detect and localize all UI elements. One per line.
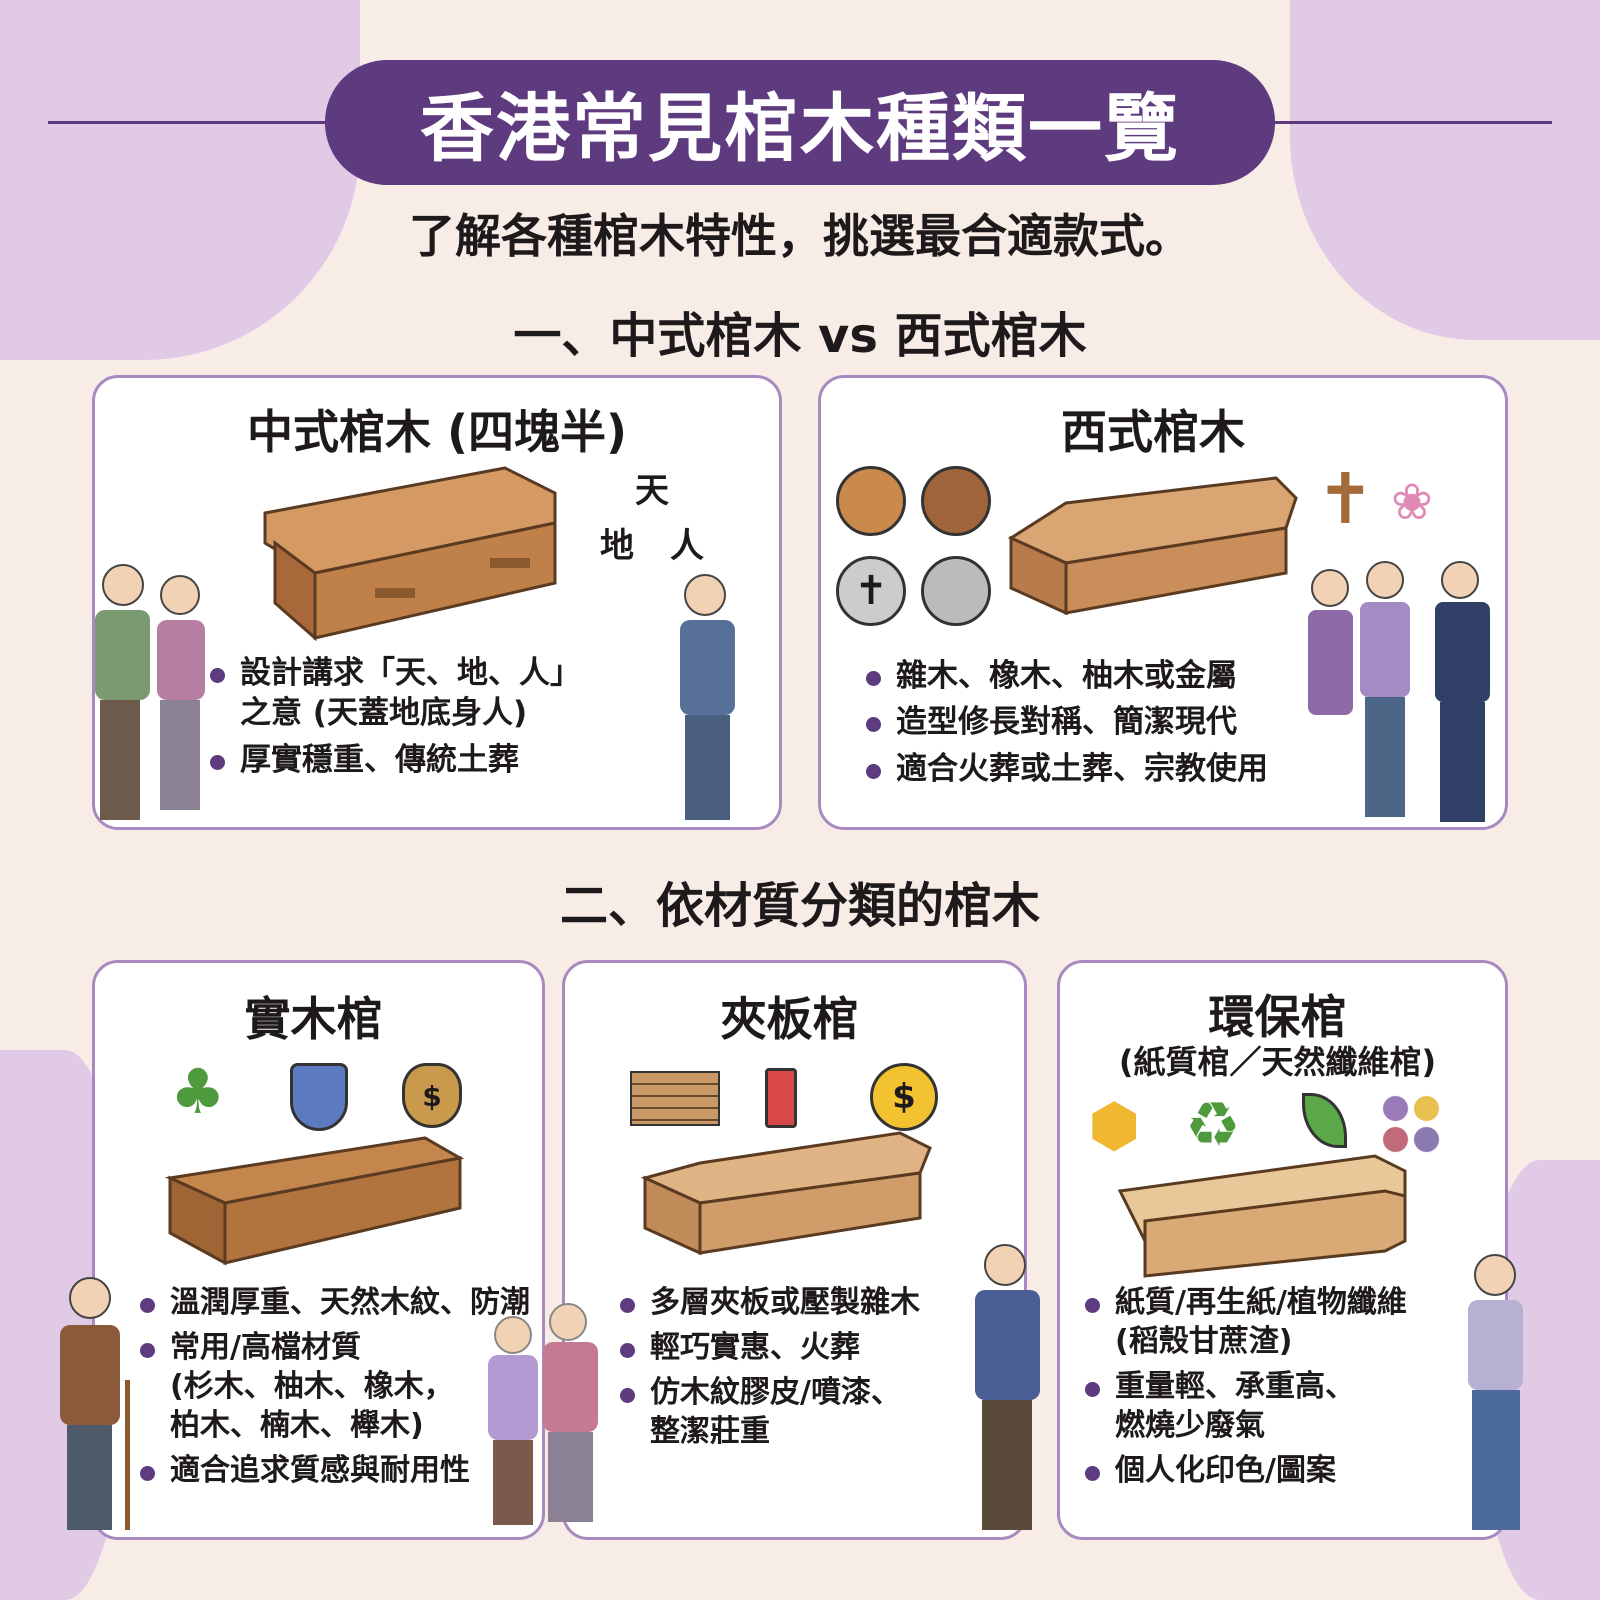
bullet-item: 輕巧實惠、火葬 <box>620 1328 920 1367</box>
card-title: 環保棺 <box>1208 990 1347 1044</box>
bullet-list: 設計講求「天、地、人」之意 (天蓋地底身人) 厚實穩重、傳統土葬 <box>210 653 581 786</box>
card-chinese-coffin: 中式棺木 (四塊半) 天 地 人 設計講求「天、地、人」之意 (天蓋地底身人) … <box>92 375 782 830</box>
eco-coffin-illustration <box>1117 1154 1407 1278</box>
staff-man-illustration <box>975 1244 1040 1530</box>
color-palette-icon <box>1380 1093 1442 1155</box>
bullet-item: 適合火葬或土葬、宗教使用 <box>866 749 1268 789</box>
oak-leaf-icon <box>836 466 906 536</box>
bullet-item: 適合追求質感與耐用性 <box>140 1451 530 1490</box>
chinese-coffin-illustration <box>263 466 557 642</box>
wood-grain-icon <box>921 466 991 536</box>
plywood-stack-icon <box>630 1071 720 1126</box>
leaf-icon <box>1302 1093 1347 1148</box>
elderly-women-illustration <box>488 1303 598 1525</box>
diagram-human: 人 <box>670 526 704 566</box>
bullet-list: 紙質/再生紙/植物纖維(稻殼甘蔗渣) 重量輕、承重高、燃燒少廢氣 個人化印色/圖… <box>1085 1283 1407 1496</box>
bullet-item: 常用/高檔材質(杉木、柚木、橡木，柏木、楠木、櫸木) <box>140 1328 530 1445</box>
bg-blob <box>1290 0 1600 340</box>
bullet-item: 個人化印色/圖案 <box>1085 1451 1407 1490</box>
card-title: 西式棺木 <box>1061 405 1245 459</box>
western-coffin-illustration <box>1007 476 1298 616</box>
lotus-icon: ❀ <box>1391 473 1433 531</box>
card-title: 中式棺木 (四塊半) <box>246 405 628 459</box>
tree-icon: ♣ <box>170 1055 226 1128</box>
bullet-list: 多層夾板或壓製雜木 輕巧實惠、火葬 仿木紋膠皮/噴漆、整潔莊重 <box>620 1283 920 1457</box>
bullet-item: 重量輕、承重高、燃燒少廢氣 <box>1085 1367 1407 1445</box>
section-heading-2: 二、依材質分類的棺木 <box>559 878 1040 934</box>
bullet-item: 仿木紋膠皮/噴漆、整潔莊重 <box>620 1373 920 1451</box>
recycle-icon: ♻ <box>1185 1088 1241 1161</box>
bullet-list: 溫潤厚重、天然木紋、防潮 常用/高檔材質(杉木、柚木、橡木，柏木、楠木、櫸木) … <box>140 1283 530 1496</box>
spray-can-icon <box>765 1068 797 1128</box>
page-title: 香港常見棺木種類一覽 <box>325 60 1275 185</box>
honeycomb-icon: ⬢ <box>1088 1091 1141 1161</box>
bullet-list: 雜木、橡木、柚木或金屬 造型修長對稱、簡潔現代 適合火葬或土葬、宗教使用 <box>866 656 1268 795</box>
title-rule-left <box>48 121 328 124</box>
card-title: 實木棺 <box>244 992 383 1046</box>
metal-pipe-icon <box>921 556 991 626</box>
bullet-item: 造型修長對稱、簡潔現代 <box>866 702 1268 742</box>
card-title: 夾板棺 <box>720 992 859 1046</box>
card-solid-wood: 實木棺 ♣ $ 溫潤厚重、天然木紋、防潮 常用/高檔材質(杉木、柚木、橡木，柏木… <box>92 960 545 1540</box>
diagram-earth: 地 <box>600 526 634 566</box>
card-subtitle: (紙質棺／天然纖維棺) <box>1118 1043 1437 1081</box>
cross-icon: ✝ <box>1316 458 1375 540</box>
staff-woman-tablet-illustration <box>1468 1254 1523 1530</box>
bullet-item: 紙質/再生紙/植物纖維(稻殼甘蔗渣) <box>1085 1283 1407 1361</box>
family-consultation-illustration <box>1308 561 1490 822</box>
bullet-item: 厚實穩重、傳統土葬 <box>210 740 581 780</box>
bullet-item: 溫潤厚重、天然木紋、防潮 <box>140 1283 530 1322</box>
bullet-item: 雜木、橡木、柚木或金屬 <box>866 656 1268 696</box>
bullet-item: 設計講求「天、地、人」之意 (天蓋地底身人) <box>210 653 581 734</box>
coin-icon: $ <box>870 1063 938 1131</box>
elderly-man-cane-illustration <box>60 1277 130 1530</box>
water-shield-icon <box>290 1063 348 1131</box>
staff-woman-illustration <box>680 574 735 820</box>
cross-badge-icon: ✝ <box>836 556 906 626</box>
elderly-couple-illustration <box>95 564 205 820</box>
money-bag-icon: $ <box>402 1063 462 1128</box>
section-heading-1: 一、中式棺木 vs 西式棺木 <box>513 308 1087 364</box>
page-subtitle: 了解各種棺木特性，挑選最合適款式。 <box>409 209 1191 263</box>
plywood-coffin-illustration <box>640 1131 932 1256</box>
card-eco: 環保棺 (紙質棺／天然纖維棺) ⬢ ♻ 紙質/再生紙/植物纖維(稻殼甘蔗渣) 重… <box>1057 960 1508 1540</box>
bullet-item: 多層夾板或壓製雜木 <box>620 1283 920 1322</box>
diagram-heaven: 天 <box>635 471 669 511</box>
title-rule-right <box>1272 121 1552 124</box>
card-plywood: 夾板棺 $ 多層夾板或壓製雜木 輕巧實惠、火葬 仿木紋膠皮/噴漆、整潔莊重 <box>562 960 1027 1540</box>
solid-wood-coffin-illustration <box>165 1136 465 1266</box>
